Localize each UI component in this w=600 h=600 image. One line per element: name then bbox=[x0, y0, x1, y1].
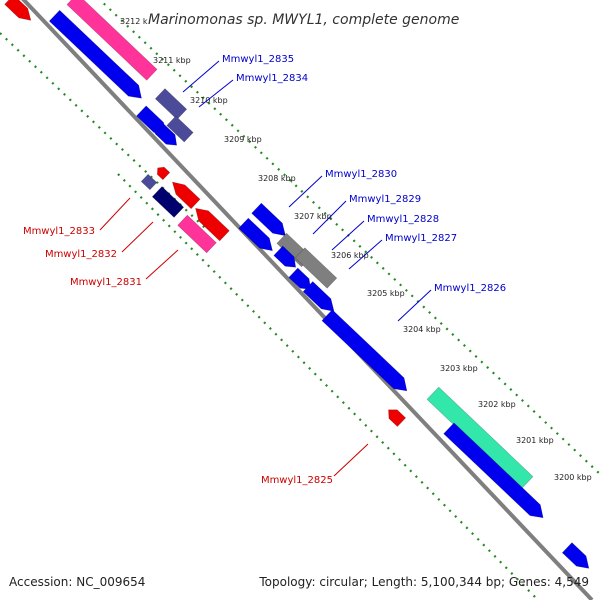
leader-line bbox=[331, 220, 365, 251]
gene-label: Mmwyl1_2833 bbox=[23, 226, 95, 237]
gene-arrow-3 bbox=[154, 88, 188, 120]
gene-arrow-21 bbox=[388, 409, 407, 427]
kbp-tick-label: 3201 kbp bbox=[516, 436, 554, 445]
gene-label: Mmwyl1_2831 bbox=[70, 277, 142, 288]
kbp-tick-label: 3210 kbp bbox=[190, 96, 228, 105]
gene-arrow-7 bbox=[156, 166, 171, 181]
leader-line bbox=[312, 200, 347, 235]
kbp-tick-label: 3203 kbp bbox=[440, 364, 478, 373]
genome-backbone bbox=[21, 0, 594, 600]
gene-arrow-1 bbox=[66, 0, 158, 81]
leader-line bbox=[348, 239, 383, 270]
gene-label: Mmwyl1_2825 bbox=[261, 475, 333, 486]
gene-arrow-9 bbox=[171, 181, 201, 210]
gene-arrow-20 bbox=[321, 309, 408, 392]
gene-arrow-0 bbox=[4, 0, 32, 21]
leader-line bbox=[182, 60, 220, 93]
leader-line bbox=[145, 249, 179, 280]
leader-line bbox=[121, 221, 154, 253]
gene-label: Mmwyl1_2827 bbox=[385, 233, 457, 244]
gene-arrow-6 bbox=[154, 123, 178, 146]
gene-arrow-2 bbox=[48, 9, 142, 99]
label-layer: Mmwyl1_2835Mmwyl1_2834Mmwyl1_2830Mmwyl1_… bbox=[23, 54, 506, 486]
accession-text: Accession: NC_009654 bbox=[9, 575, 145, 589]
gene-label: Mmwyl1_2828 bbox=[367, 214, 439, 225]
gene-arrow-5 bbox=[166, 115, 194, 143]
kbp-tick-label: 3211 kbp bbox=[153, 56, 191, 65]
inner-tick-track bbox=[117, 173, 539, 600]
leader-line bbox=[198, 79, 234, 108]
genome-title: Marinomonas sp. MWYL1, complete genome bbox=[148, 12, 459, 28]
gene-label: Mmwyl1_2826 bbox=[434, 283, 506, 294]
leader-line bbox=[288, 175, 323, 208]
leader-line bbox=[333, 443, 369, 477]
gene-label: Mmwyl1_2834 bbox=[236, 73, 308, 84]
gene-arrow-18 bbox=[288, 267, 312, 290]
kbp-tick-label: 3212 k bbox=[120, 17, 148, 26]
leader-line bbox=[99, 197, 131, 231]
kbp-tick-label: 3206 kbp bbox=[331, 251, 369, 260]
topology-text: Topology: circular; Length: 5,100,344 bp… bbox=[258, 575, 589, 589]
gene-arrow-13 bbox=[251, 202, 286, 237]
gene-arrow-12 bbox=[177, 214, 217, 254]
kbp-tick-label: 3208 kbp bbox=[258, 174, 296, 183]
outer-tick-track bbox=[98, 0, 600, 476]
gene-arrow-17 bbox=[273, 245, 297, 268]
gene-arrow-14 bbox=[238, 217, 273, 252]
gene-label: Mmwyl1_2830 bbox=[325, 169, 397, 180]
gene-arrow-23 bbox=[443, 422, 544, 519]
gene-arrow-24 bbox=[561, 542, 590, 569]
kbp-tick-label: 3202 kbp bbox=[478, 400, 516, 409]
kbp-tick-label: 3200 kbp bbox=[554, 473, 592, 482]
kbp-tick-label: 3205 kbp bbox=[367, 289, 405, 298]
gene-label: Mmwyl1_2829 bbox=[349, 194, 421, 205]
kbp-tick-label: 3207 kbp bbox=[294, 212, 332, 221]
gene-layer bbox=[4, 0, 594, 600]
gene-arrow-10 bbox=[151, 186, 185, 218]
gene-arrow-11 bbox=[195, 207, 230, 242]
kbp-tick-label: 3209 kbp bbox=[224, 135, 262, 144]
gene-label: Mmwyl1_2835 bbox=[222, 54, 294, 65]
gene-arrow-16 bbox=[294, 247, 338, 289]
kbp-tick-label: 3204 kbp bbox=[403, 325, 441, 334]
gene-label: Mmwyl1_2832 bbox=[45, 249, 117, 260]
leader-line bbox=[397, 289, 432, 322]
gene-arrow-19 bbox=[302, 281, 335, 312]
gene-arrow-8 bbox=[140, 173, 158, 191]
